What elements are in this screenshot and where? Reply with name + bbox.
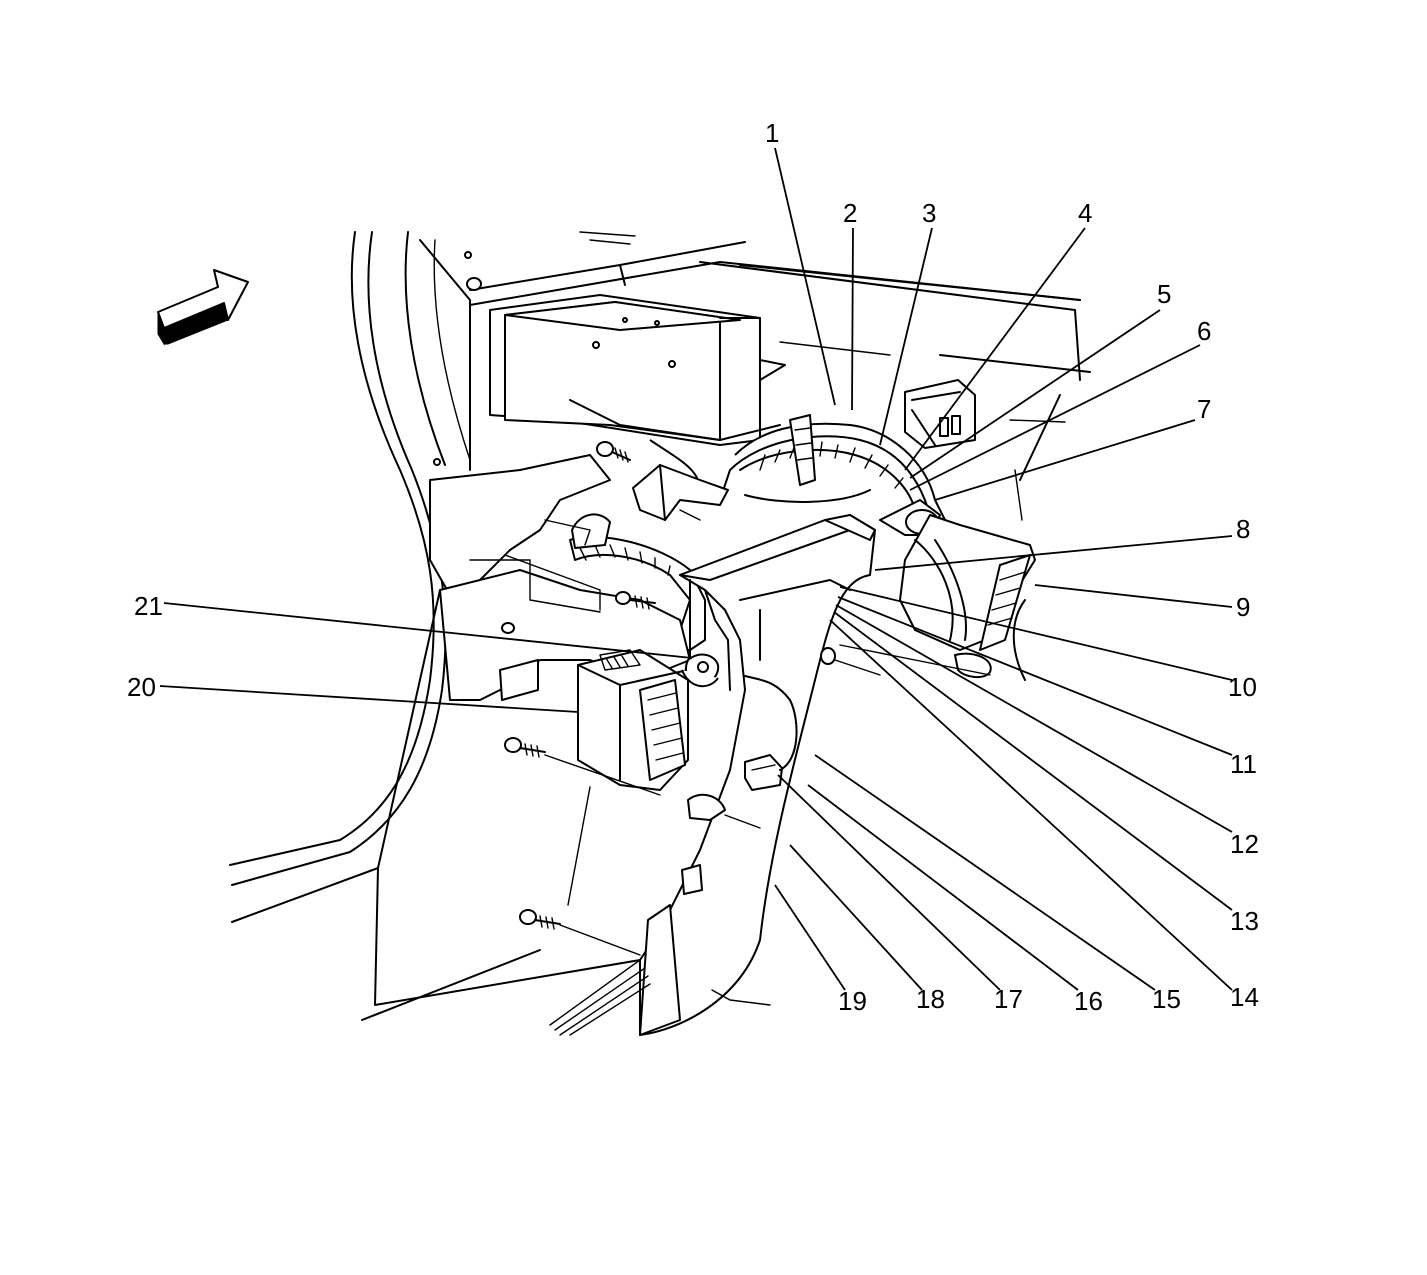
callout-17: 17 bbox=[994, 984, 1023, 1014]
forward-arrow-icon bbox=[157, 269, 249, 346]
callout-2: 2 bbox=[843, 198, 857, 228]
instrument-panel-module bbox=[489, 294, 786, 446]
callout-13: 13 bbox=[1230, 906, 1259, 936]
callout-20: 20 bbox=[127, 672, 156, 702]
callout-16: 16 bbox=[1074, 986, 1103, 1016]
callout-7: 7 bbox=[1197, 394, 1211, 424]
kick-panel bbox=[374, 454, 691, 1006]
control-module bbox=[577, 649, 689, 791]
callout-5: 5 bbox=[1157, 279, 1171, 309]
leader-lines bbox=[159, 147, 1233, 991]
harness-clip bbox=[596, 441, 729, 521]
callout-19: 19 bbox=[838, 986, 867, 1016]
callout-12: 12 bbox=[1230, 829, 1259, 859]
callout-1: 1 bbox=[765, 118, 779, 148]
callout-21: 21 bbox=[134, 591, 163, 621]
callout-11: 11 bbox=[1230, 749, 1257, 779]
dash-panel bbox=[419, 231, 1091, 521]
callout-14: 14 bbox=[1230, 982, 1259, 1012]
callout-10: 10 bbox=[1228, 672, 1257, 702]
relay-block bbox=[904, 379, 976, 449]
callout-18: 18 bbox=[916, 984, 945, 1014]
callout-3: 3 bbox=[922, 198, 936, 228]
callout-9: 9 bbox=[1236, 592, 1250, 622]
callout-15: 15 bbox=[1152, 984, 1181, 1014]
callout-labels: 1 2 3 4 5 6 7 8 9 10 11 12 13 14 15 16 1… bbox=[127, 118, 1259, 1016]
callout-8: 8 bbox=[1236, 514, 1250, 544]
callout-6: 6 bbox=[1197, 316, 1211, 346]
callout-4: 4 bbox=[1078, 198, 1092, 228]
body-pillar bbox=[229, 231, 541, 1021]
connectors bbox=[681, 647, 881, 791]
screws-left bbox=[504, 737, 661, 956]
